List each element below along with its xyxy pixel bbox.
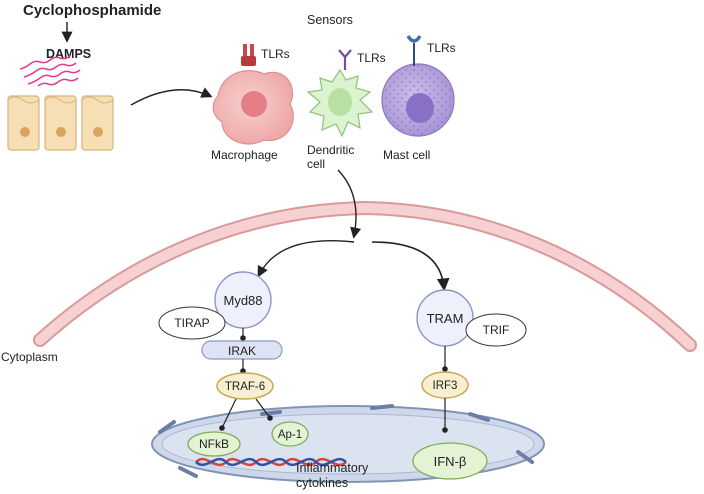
macrophage-label: Macrophage bbox=[211, 148, 278, 162]
dna-icon bbox=[195, 457, 347, 467]
damps-to-sensors-arrow bbox=[130, 87, 213, 106]
myd88-irak-dot bbox=[240, 335, 246, 341]
irak-node bbox=[201, 340, 283, 360]
dendritic-cell-icon bbox=[306, 68, 374, 138]
mast-cell-label: Mast cell bbox=[383, 148, 430, 162]
inflammatory-label: Inflammatory bbox=[296, 461, 369, 475]
macrophage-icon bbox=[212, 70, 294, 145]
traf-to-ap1-link bbox=[255, 398, 271, 419]
epithelial-cells-icon bbox=[7, 95, 114, 151]
nfkb-node bbox=[187, 431, 241, 457]
tirap-node bbox=[158, 306, 226, 340]
branch-left-arrow bbox=[257, 240, 355, 278]
cytoplasm-label: Cytoplasm bbox=[1, 350, 58, 364]
trif-node bbox=[465, 313, 527, 347]
mast-receptor-icon bbox=[406, 35, 422, 66]
traf-to-nfkb-link bbox=[221, 398, 237, 429]
irak-label: IRAK bbox=[228, 344, 256, 358]
cell-membrane-inner bbox=[35, 202, 695, 350]
cyclophosphamide-label: Cyclophosphamide bbox=[23, 2, 161, 19]
nfkb-label: NFkB bbox=[199, 437, 229, 451]
cytokines-label: cytokines bbox=[296, 476, 348, 490]
traf6-label: TRAF-6 bbox=[225, 381, 265, 393]
sensors-to-membrane-arrow bbox=[337, 169, 362, 239]
dendritic-label-line2: cell bbox=[307, 157, 325, 171]
traf6-node bbox=[216, 372, 274, 400]
ifnb-label: IFN-β bbox=[434, 454, 467, 469]
tram-irf3-dot bbox=[442, 366, 448, 372]
dendritic-label-line1: Dendritic bbox=[307, 143, 354, 157]
ap1-node bbox=[271, 421, 309, 447]
damage-signal-icon bbox=[19, 55, 81, 87]
irf3-label: IRF3 bbox=[433, 380, 458, 392]
ap1-label: Ap-1 bbox=[278, 429, 302, 441]
macrophage-receptor-icon bbox=[241, 44, 256, 66]
traf-nfkb-dot bbox=[219, 425, 225, 431]
dendritic-receptor-icon bbox=[338, 49, 352, 70]
irf3-ifnb-dot bbox=[442, 427, 448, 433]
branch-right-arrow bbox=[371, 241, 450, 292]
ifnb-node bbox=[412, 442, 488, 480]
dendritic-tlrs-label: TLRs bbox=[357, 51, 386, 65]
tirap-label: TIRAP bbox=[174, 316, 209, 330]
mast-tlrs-label: TLRs bbox=[427, 41, 456, 55]
sensors-title: Sensors bbox=[307, 13, 353, 27]
macrophage-tlrs-label: TLRs bbox=[261, 47, 290, 61]
mast-cell-icon bbox=[381, 63, 455, 137]
traf-ap1-dot bbox=[267, 415, 273, 421]
tram-label: TRAM bbox=[427, 311, 464, 326]
myd88-label: Myd88 bbox=[223, 293, 262, 308]
trif-label: TRIF bbox=[483, 323, 510, 337]
